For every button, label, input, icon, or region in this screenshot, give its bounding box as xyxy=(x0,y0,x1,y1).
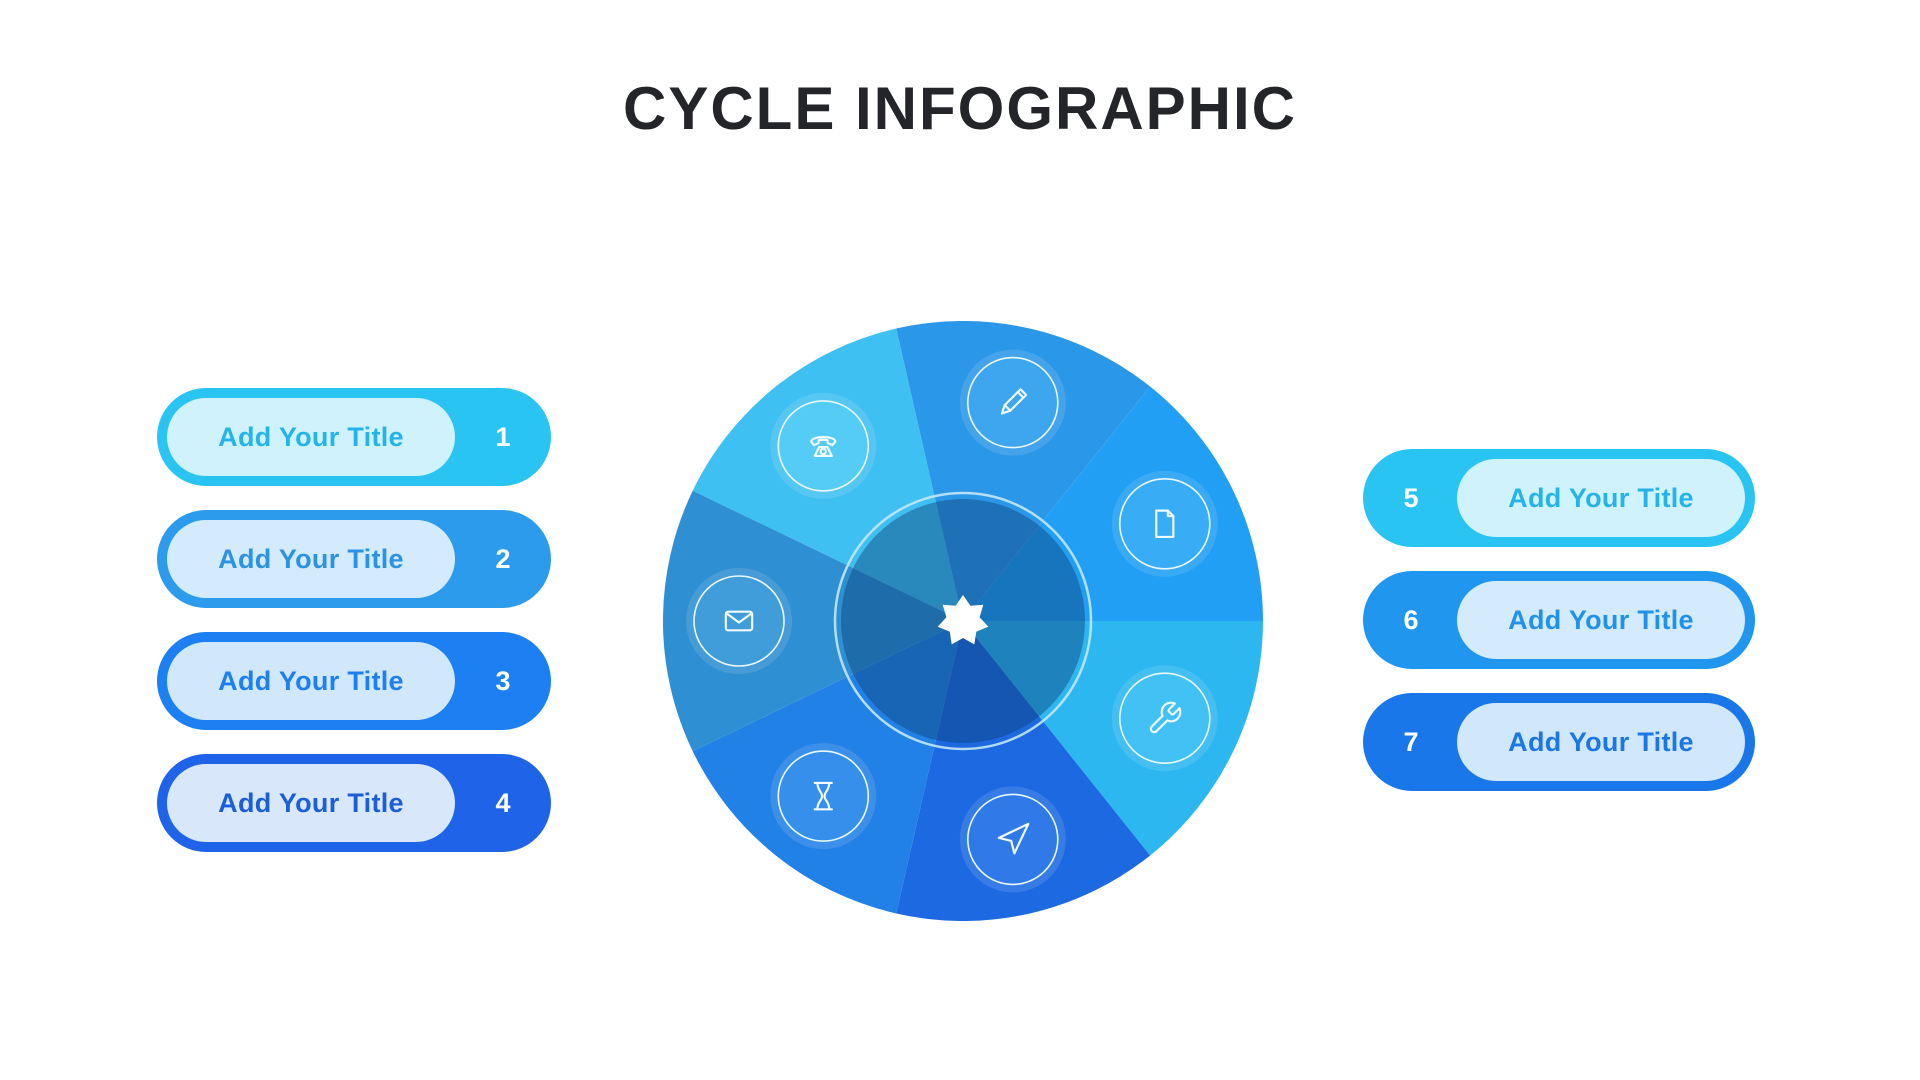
icon-circle xyxy=(1118,478,1211,570)
item-label: Add Your Title xyxy=(1508,604,1694,635)
icon-circle xyxy=(966,356,1059,449)
list-item-2[interactable]: Add Your Title 2 xyxy=(157,510,551,608)
list-item-7[interactable]: Add Your Title 7 xyxy=(1363,693,1755,791)
list-item-3[interactable]: Add Your Title 3 xyxy=(157,632,551,730)
telephone-badge xyxy=(770,392,877,499)
left-item-list: Add Your Title 1 Add Your Title 2 Add Yo… xyxy=(157,388,551,852)
item-label-pill: Add Your Title xyxy=(167,398,455,476)
item-number: 2 xyxy=(495,543,511,574)
pencil-badge xyxy=(959,349,1066,456)
item-label: Add Your Title xyxy=(218,543,404,574)
wrench-icon xyxy=(1149,701,1182,734)
icon-circle xyxy=(693,575,785,667)
item-label-pill: Add Your Title xyxy=(1457,581,1745,659)
item-number: 5 xyxy=(1403,482,1419,513)
envelope-icon xyxy=(724,610,754,632)
center-ring xyxy=(833,491,1093,751)
item-label-pill: Add Your Title xyxy=(167,520,455,598)
item-number: 1 xyxy=(495,421,511,452)
item-label-pill: Add Your Title xyxy=(1457,459,1745,537)
item-label-pill: Add Your Title xyxy=(167,764,455,842)
cycle-wheel xyxy=(663,321,1263,921)
item-label: Add Your Title xyxy=(218,787,404,818)
item-label: Add Your Title xyxy=(1508,482,1694,513)
item-number: 4 xyxy=(495,787,511,818)
segment-envelope[interactable] xyxy=(663,490,963,752)
segment-pencil[interactable] xyxy=(896,321,1151,621)
pencil-icon xyxy=(1000,388,1028,415)
icon-circle xyxy=(966,793,1059,886)
right-item-list: Add Your Title 5 Add Your Title 6 Add Yo… xyxy=(1363,449,1755,791)
list-item-1[interactable]: Add Your Title 1 xyxy=(157,388,551,486)
wrench-badge xyxy=(1111,665,1218,772)
hourglass-badge xyxy=(770,743,877,850)
icon-circle xyxy=(1118,672,1211,765)
icon-circle xyxy=(777,400,870,492)
item-number: 3 xyxy=(495,665,511,696)
hourglass-icon xyxy=(813,781,833,811)
item-label: Add Your Title xyxy=(218,665,404,696)
infographic-title: CYCLE INFOGRAPHIC xyxy=(622,75,1298,142)
telephone-icon xyxy=(810,436,837,458)
document-icon xyxy=(1155,509,1175,539)
item-label-pill: Add Your Title xyxy=(1457,703,1745,781)
item-label: Add Your Title xyxy=(1508,726,1694,757)
icon-circle xyxy=(777,750,870,842)
list-item-4[interactable]: Add Your Title 4 xyxy=(157,754,551,852)
item-label: Add Your Title xyxy=(218,421,404,452)
list-item-6[interactable]: Add Your Title 6 xyxy=(1363,571,1755,669)
item-number: 7 xyxy=(1403,726,1419,757)
list-item-5[interactable]: Add Your Title 5 xyxy=(1363,449,1755,547)
segment-cursor[interactable] xyxy=(896,621,1151,921)
core-star xyxy=(937,595,989,645)
envelope-badge xyxy=(686,568,792,674)
cursor-badge xyxy=(959,786,1066,893)
document-badge xyxy=(1111,470,1218,577)
item-label-pill: Add Your Title xyxy=(167,642,455,720)
item-number: 6 xyxy=(1403,604,1419,635)
cursor-icon xyxy=(997,822,1030,855)
